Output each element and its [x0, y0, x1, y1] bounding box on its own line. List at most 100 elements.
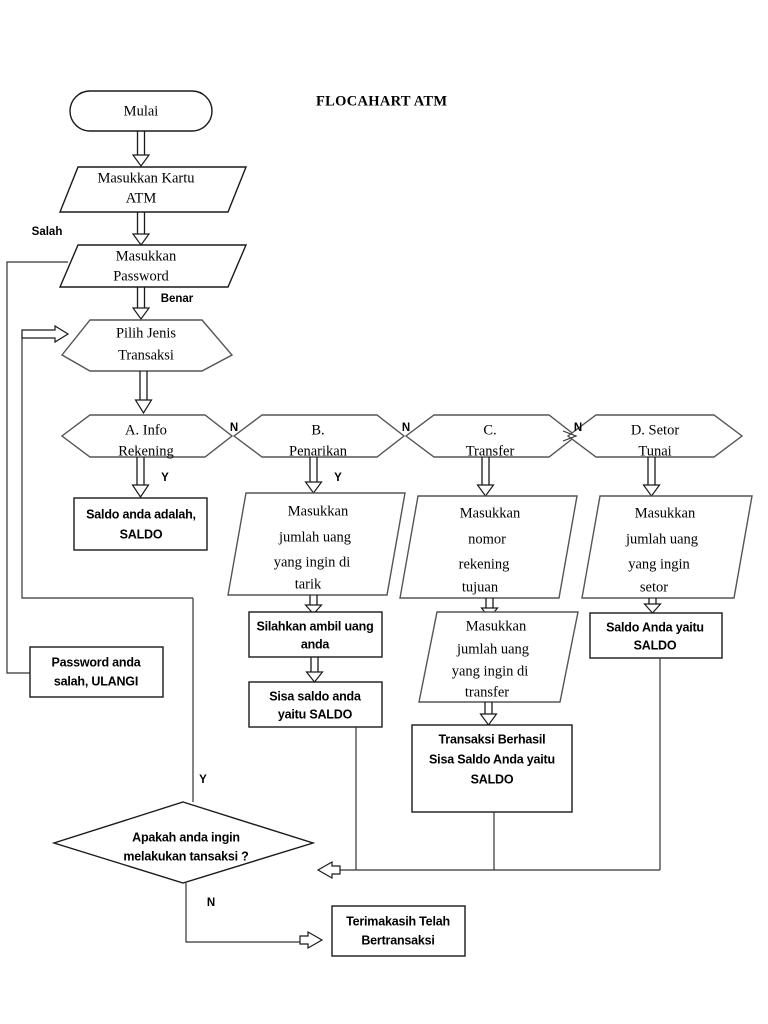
node-balance-info[interactable]: Saldo anda adalah, SALDO: [73, 497, 208, 551]
withdraw-amount-line2: jumlah uang: [278, 529, 351, 545]
deposit-amount-line1: Masukkan: [635, 505, 696, 521]
option-c-line2: Transfer: [466, 443, 515, 459]
edge-label-no-cd: N: [574, 422, 582, 434]
transfer-success-shape: [411, 724, 573, 813]
deposit-amount-line3: yang ingin: [628, 556, 690, 572]
start-label: Mulai: [124, 103, 159, 119]
edge-opta-to-balance: Y: [131, 457, 169, 499]
choose-transaction-line1: Pilih Jenis: [116, 325, 176, 341]
edge-take-to-remaining: [305, 657, 324, 683]
option-a-shape: [60, 414, 234, 458]
end-shape: [331, 905, 466, 957]
deposit-balance-line1: Saldo Anda yaitu: [606, 620, 704, 634]
deposit-balance-shape: [589, 612, 723, 659]
node-choose-transaction[interactable]: Pilih Jenis Transaksi: [60, 319, 234, 372]
node-start[interactable]: Mulai: [69, 90, 213, 132]
transfer-success-line1: Transaksi Berhasil: [439, 732, 546, 746]
diagram-title: FLOCAHART ATM: [316, 93, 447, 109]
withdraw-amount-line3: yang ingin di: [274, 554, 351, 570]
deposit-amount-line4: setor: [640, 579, 668, 595]
again-question-line2: melakukan tansaksi ?: [123, 849, 248, 863]
node-take-money[interactable]: Silahkan ambil uang anda: [248, 611, 383, 658]
edge-choose-to-opta: [134, 371, 153, 415]
again-question-shape: [51, 801, 316, 884]
node-option-b[interactable]: B. Penarikan: [232, 414, 406, 459]
node-deposit-balance[interactable]: Saldo Anda yaitu SALDO: [589, 612, 723, 659]
node-input-password[interactable]: Masukkan Password: [58, 244, 248, 288]
node-deposit-amount[interactable]: Masukkan jumlah uang yang ingin setor: [581, 495, 753, 599]
edge-optc-to-transfer-acct: [476, 457, 495, 498]
edge-start-to-card: [131, 131, 151, 168]
transfer-account-line3: rekening: [459, 556, 510, 572]
input-card-line1: Masukkan Kartu: [97, 170, 194, 186]
transfer-account-line2: nomor: [468, 531, 506, 547]
input-password-shape: [58, 244, 248, 288]
withdraw-amount-line4: tarik: [295, 576, 322, 592]
edge-withdraw-to-take: [304, 595, 323, 615]
node-transfer-amount[interactable]: Masukkan jumlah uang yang ingin di trans…: [418, 611, 579, 703]
end-line2: Bertransaksi: [361, 933, 434, 947]
balance-info-line2: SALDO: [120, 527, 163, 541]
edge-results-merge-to-diamond: [316, 658, 661, 880]
option-b-line1: B.: [311, 422, 324, 438]
edge-label-loop-yes: Y: [199, 774, 207, 786]
edge-label-yes-b: Y: [334, 472, 342, 484]
edge-loop-yes-to-diamond: Y: [192, 598, 207, 802]
node-transfer-success[interactable]: Transaksi Berhasil Sisa Saldo Anda yaitu…: [411, 724, 573, 813]
node-transfer-account[interactable]: Masukkan nomor rekening tujuan: [399, 495, 578, 599]
withdraw-amount-shape: [227, 492, 406, 596]
option-c-line1: C.: [483, 422, 496, 438]
edge-label-benar: Benar: [161, 293, 194, 305]
edge-optd-to-deposit: [642, 457, 661, 498]
edge-salah-loop: Salah: [6, 226, 68, 674]
node-again-question[interactable]: Apakah anda ingin melakukan tansaksi ?: [51, 801, 316, 884]
deposit-amount-line2: jumlah uang: [625, 531, 698, 547]
deposit-amount-shape: [581, 495, 753, 599]
take-money-line1: Silahkan ambil uang: [256, 619, 373, 633]
transfer-amount-line1: Masukkan: [466, 618, 527, 634]
edge-label-salah: Salah: [32, 226, 63, 238]
option-d-line2: Tunai: [638, 443, 671, 459]
input-card-shape: [58, 166, 248, 213]
edge-card-to-password: [131, 212, 151, 247]
transfer-amount-line4: transfer: [465, 684, 509, 700]
password-error-shape: [29, 646, 164, 698]
edge-label-no-bc: N: [402, 422, 410, 434]
take-money-shape: [248, 611, 383, 658]
option-a-line1: A. Info: [125, 422, 167, 438]
transfer-account-line1: Masukkan: [460, 505, 521, 521]
edge-deposit-to-balance: [643, 598, 662, 614]
node-option-d[interactable]: D. Setor Tunai: [566, 414, 744, 459]
node-remaining-balance[interactable]: Sisa saldo anda yaitu SALDO: [248, 681, 383, 728]
again-question-line1: Apakah anda ingin: [132, 830, 240, 844]
edge-password-to-choose: Benar: [131, 287, 194, 321]
deposit-balance-line2: SALDO: [634, 638, 677, 652]
password-error-line2: salah, ULANGI: [54, 674, 138, 688]
remaining-balance-shape: [248, 681, 383, 728]
option-d-shape: [566, 414, 744, 458]
choose-transaction-shape: [60, 319, 234, 372]
edge-transferamt-to-success: [479, 702, 498, 727]
remaining-balance-line2: yaitu SALDO: [278, 707, 353, 721]
node-end[interactable]: Terimakasih Telah Bertransaksi: [331, 905, 466, 957]
password-error-line1: Password anda: [51, 655, 141, 669]
edge-loop-no-to-end: N: [185, 883, 324, 950]
edge-optb-to-withdraw: Y: [304, 457, 342, 495]
option-b-shape: [232, 414, 406, 458]
node-option-c[interactable]: C. Transfer: [404, 414, 578, 459]
take-money-line2: anda: [301, 637, 331, 651]
node-input-card[interactable]: Masukkan Kartu ATM: [58, 166, 248, 213]
node-withdraw-amount[interactable]: Masukkan jumlah uang yang ingin di tarik: [227, 492, 406, 596]
input-password-line2: Password: [113, 268, 169, 284]
balance-info-line1: Saldo anda adalah,: [86, 507, 196, 521]
transfer-amount-line2: jumlah uang: [456, 641, 529, 657]
option-a-line2: Rekening: [118, 443, 174, 459]
withdraw-amount-line1: Masukkan: [288, 503, 349, 519]
node-option-a[interactable]: A. Info Rekening: [60, 414, 234, 459]
option-b-line2: Penarikan: [289, 443, 348, 459]
node-password-error[interactable]: Password anda salah, ULANGI: [29, 646, 164, 698]
input-password-line1: Masukkan: [116, 248, 177, 264]
start-terminator-shape: [69, 90, 213, 132]
transfer-account-shape: [399, 495, 578, 599]
